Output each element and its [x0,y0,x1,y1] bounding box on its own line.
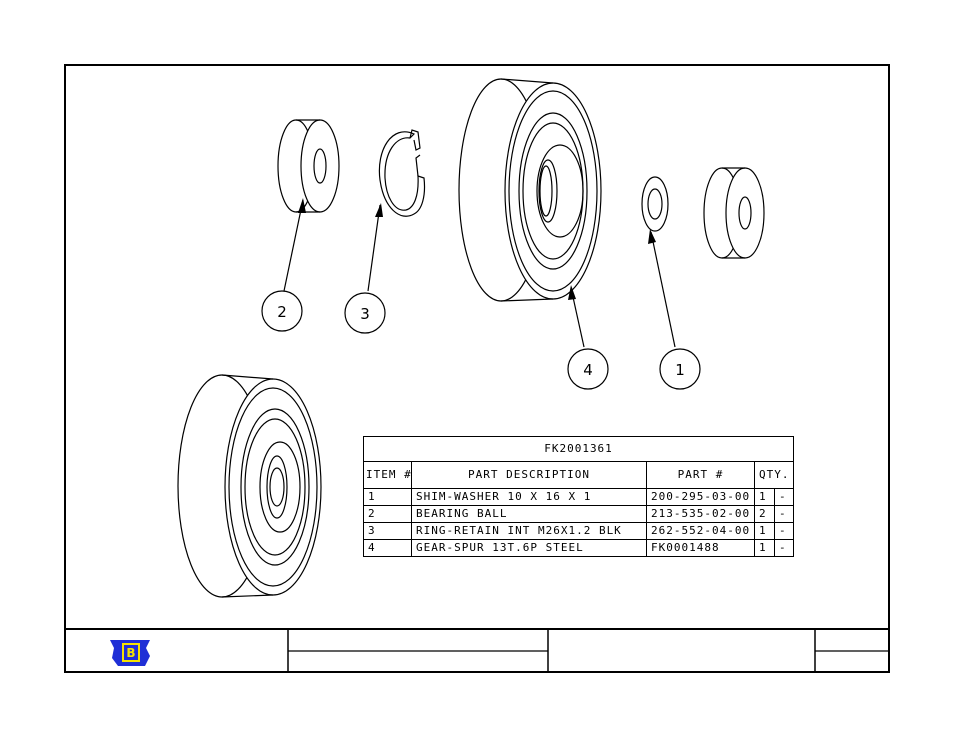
svg-text:4: 4 [583,361,593,379]
cell-part: 213-535-02-00 [646,505,755,523]
balloon-4: 4 [567,348,609,390]
leader-lines [283,199,676,348]
balloon-3: 3 [344,292,386,334]
cell-item: 1 [363,488,412,506]
cell-item: 2 [363,505,412,523]
svg-text:1: 1 [675,361,685,379]
cell-unit: - [773,522,795,540]
svg-text:B: B [126,646,135,660]
cell-part: 200-295-03-00 [646,488,755,506]
svg-text:2: 2 [277,303,287,321]
cell-unit: - [773,539,795,557]
part-gear-assembly [177,374,322,598]
part-bearing-ball-right [703,167,765,259]
table-row: 1 SHIM-WASHER 10 X 16 X 1 200-295-03-00 … [363,488,795,506]
balloon-2: 2 [261,290,303,332]
company-logo: B [110,640,150,666]
cell-unit: - [773,488,795,506]
part-gear-spur-top [458,78,602,302]
header-item: ITEM # [363,461,412,489]
cell-qty: 1 [754,488,775,506]
part-retaining-ring [378,129,426,217]
part-bearing-ball-top [277,119,340,213]
cell-part: FK0001488 [646,539,755,557]
cell-description: SHIM-WASHER 10 X 16 X 1 [411,488,647,506]
cell-description: BEARING BALL [411,505,647,523]
table-row: 3 RING-RETAIN INT M26X1.2 BLK 262-552-04… [363,522,795,540]
bill-of-materials-table: FK2001361 ITEM # PART DESCRIPTION PART #… [362,436,795,557]
cell-description: GEAR-SPUR 13T.6P STEEL [411,539,647,557]
cell-qty: 1 [754,539,775,557]
sheet-border [64,64,890,673]
header-qty: QTY. [753,461,795,489]
leader-arrowheads [298,198,656,300]
table-row: 2 BEARING BALL 213-535-02-00 2 - [363,505,795,523]
table-row: 4 GEAR-SPUR 13T.6P STEEL FK0001488 1 - [363,539,795,557]
balloon-1: 1 [659,348,701,390]
bom-title: FK2001361 [362,436,795,462]
part-shim-washer [641,176,669,232]
title-block [65,628,889,672]
cell-item: 3 [363,522,412,540]
header-part: PART # [646,461,755,489]
cell-part: 262-552-04-00 [646,522,755,540]
bom-title-row: FK2001361 [362,436,795,462]
cell-qty: 2 [754,505,775,523]
cell-qty: 1 [754,522,775,540]
cell-description: RING-RETAIN INT M26X1.2 BLK [411,522,647,540]
cell-item: 4 [363,539,412,557]
cell-unit: - [773,505,795,523]
svg-text:3: 3 [360,305,370,323]
header-description: PART DESCRIPTION [411,461,647,489]
bom-header-row: ITEM # PART DESCRIPTION PART # QTY. [363,461,795,489]
